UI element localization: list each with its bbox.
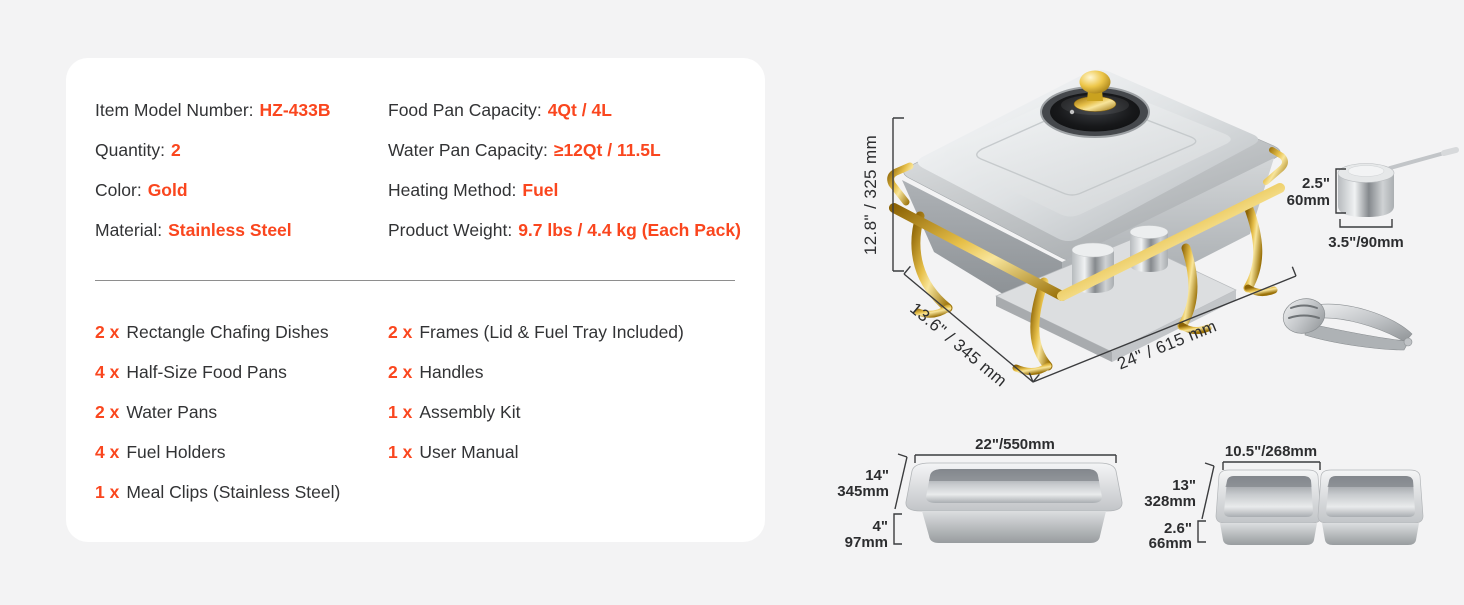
spec-label: Heating Method: bbox=[388, 180, 517, 200]
item-name: User Manual bbox=[419, 442, 519, 462]
spec-label: Quantity: bbox=[95, 140, 166, 160]
spec-value: HZ-433B bbox=[259, 100, 331, 120]
fuel-holder-diameter-label: 3.5"/90mm bbox=[1328, 234, 1404, 251]
spec-row: Material:Stainless Steel bbox=[95, 210, 331, 250]
spec-value: Stainless Steel bbox=[168, 220, 292, 240]
package-item: 2 x Handles bbox=[388, 352, 684, 392]
spec-label: Color: bbox=[95, 180, 142, 200]
spec-value: 4Qt / 4L bbox=[547, 100, 612, 120]
fuel-holder-height-mm: 60mm bbox=[1287, 192, 1330, 209]
package-item: 1 x Meal Clips (Stainless Steel) bbox=[95, 472, 340, 512]
item-quantity: 2 x bbox=[388, 362, 413, 382]
half-pan-illustration bbox=[1215, 469, 1322, 545]
item-name: Fuel Holders bbox=[126, 442, 226, 462]
full-pan-height-dimension: 4" 97mm bbox=[845, 513, 902, 551]
full-pan-height-mm: 97mm bbox=[845, 534, 888, 551]
spec-label: Material: bbox=[95, 220, 163, 240]
chafer-height-label: 12.8" / 325 mm bbox=[861, 135, 880, 255]
fuel-holder-illustration bbox=[1337, 147, 1459, 217]
item-name: Half-Size Food Pans bbox=[126, 362, 287, 382]
full-pan-depth-in: 14" bbox=[865, 467, 889, 484]
spec-label: Product Weight: bbox=[388, 220, 513, 240]
half-pan-depth-in: 13" bbox=[1172, 477, 1196, 494]
specs-card: Item Model Number:HZ-433B Quantity:2 Col… bbox=[66, 58, 765, 542]
item-quantity: 2 x bbox=[95, 322, 120, 342]
item-quantity: 2 x bbox=[388, 322, 413, 342]
gold-knob bbox=[1073, 70, 1117, 112]
dimension-diagrams: 12.8" / 325 mm 13.6" / 345 mm 24" / 615 … bbox=[800, 0, 1464, 600]
right-handle bbox=[1263, 147, 1288, 185]
spec-row: Water Pan Capacity:≥12Qt / 11.5L bbox=[388, 130, 741, 170]
full-pan-width-label: 22"/550mm bbox=[975, 436, 1055, 453]
package-contents-left: 2 x Rectangle Chafing Dishes 4 x Half-Size… bbox=[95, 312, 340, 512]
item-name: Frames (Lid & Fuel Tray Included) bbox=[419, 322, 684, 342]
spec-row: Heating Method:Fuel bbox=[388, 170, 741, 210]
package-item: 2 x Frames (Lid & Fuel Tray Included) bbox=[388, 312, 684, 352]
spec-value: 2 bbox=[171, 140, 181, 160]
package-item: 2 x Rectangle Chafing Dishes bbox=[95, 312, 340, 352]
chafer-height-dimension: 12.8" / 325 mm bbox=[861, 117, 904, 272]
package-item: 2 x Water Pans bbox=[95, 392, 340, 432]
spec-row: Color:Gold bbox=[95, 170, 331, 210]
fuel-holder-diameter-dimension: 3.5"/90mm bbox=[1328, 219, 1404, 251]
item-quantity: 4 x bbox=[95, 362, 120, 382]
item-name: Rectangle Chafing Dishes bbox=[126, 322, 329, 342]
spec-row: Quantity:2 bbox=[95, 130, 331, 170]
spec-label: Food Pan Capacity: bbox=[388, 100, 542, 120]
half-pan-width-dimension: 10.5"/268mm bbox=[1222, 443, 1321, 470]
full-pan-illustration bbox=[905, 462, 1123, 543]
full-pan-height-in: 4" bbox=[873, 518, 888, 535]
package-item: 1 x Assembly Kit bbox=[388, 392, 684, 432]
spec-label: Item Model Number: bbox=[95, 100, 254, 120]
diagrams-svg: 12.8" / 325 mm 13.6" / 345 mm 24" / 615 … bbox=[837, 69, 1459, 552]
spec-value: Fuel bbox=[522, 180, 559, 200]
package-contents-right: 2 x Frames (Lid & Fuel Tray Included) 2 x… bbox=[388, 312, 684, 472]
gold-frame bbox=[887, 147, 1288, 375]
item-quantity: 4 x bbox=[95, 442, 120, 462]
spec-value: ≥12Qt / 11.5L bbox=[553, 140, 661, 160]
specs-column-right: Food Pan Capacity:4Qt / 4L Water Pan Cap… bbox=[388, 90, 741, 250]
full-pan-depth-mm: 345mm bbox=[837, 483, 889, 500]
half-pan-height-in: 2.6" bbox=[1164, 520, 1192, 537]
chafing-dish-illustration bbox=[887, 69, 1288, 375]
half-pan-illustration-2 bbox=[1317, 469, 1424, 546]
half-pan-height-mm: 66mm bbox=[1149, 535, 1192, 552]
left-handle bbox=[887, 162, 914, 206]
fuel-holder-height-dimension: 2.5" 60mm bbox=[1287, 168, 1346, 214]
full-pan-width-dimension: 22"/550mm bbox=[914, 436, 1117, 463]
half-pan-depth-mm: 328mm bbox=[1144, 493, 1196, 510]
item-quantity: 1 x bbox=[388, 442, 413, 462]
item-quantity: 1 x bbox=[388, 402, 413, 422]
tongs-illustration bbox=[1282, 298, 1413, 351]
spec-row: Food Pan Capacity:4Qt / 4L bbox=[388, 90, 741, 130]
specs-column-left: Item Model Number:HZ-433B Quantity:2 Col… bbox=[95, 90, 331, 250]
item-name: Assembly Kit bbox=[419, 402, 521, 422]
package-item: 1 x User Manual bbox=[388, 432, 684, 472]
item-name: Water Pans bbox=[126, 402, 218, 422]
full-pan-depth-dimension: 14" 345mm bbox=[837, 453, 908, 510]
item-name: Meal Clips (Stainless Steel) bbox=[126, 482, 341, 502]
package-item: 4 x Fuel Holders bbox=[95, 432, 340, 472]
half-pan-height-dimension: 2.6" 66mm bbox=[1149, 520, 1206, 552]
spec-row: Item Model Number:HZ-433B bbox=[95, 90, 331, 130]
spec-row: Product Weight:9.7 lbs / 4.4 kg (Each Pa… bbox=[388, 210, 741, 250]
package-item: 4 x Half-Size Food Pans bbox=[95, 352, 340, 392]
spec-label: Water Pan Capacity: bbox=[388, 140, 548, 160]
item-quantity: 1 x bbox=[95, 482, 120, 502]
section-divider bbox=[95, 280, 735, 281]
item-name: Handles bbox=[419, 362, 484, 382]
half-pan-depth-dimension: 13" 328mm bbox=[1144, 462, 1215, 520]
fuel-holder-height-in: 2.5" bbox=[1302, 175, 1330, 192]
half-pan-width-label: 10.5"/268mm bbox=[1225, 443, 1317, 460]
spec-value: 9.7 lbs / 4.4 kg (Each Pack) bbox=[518, 220, 741, 240]
spec-value: Gold bbox=[147, 180, 188, 200]
item-quantity: 2 x bbox=[95, 402, 120, 422]
chafer-depth-label: 13.6" / 345 mm bbox=[906, 299, 1010, 391]
